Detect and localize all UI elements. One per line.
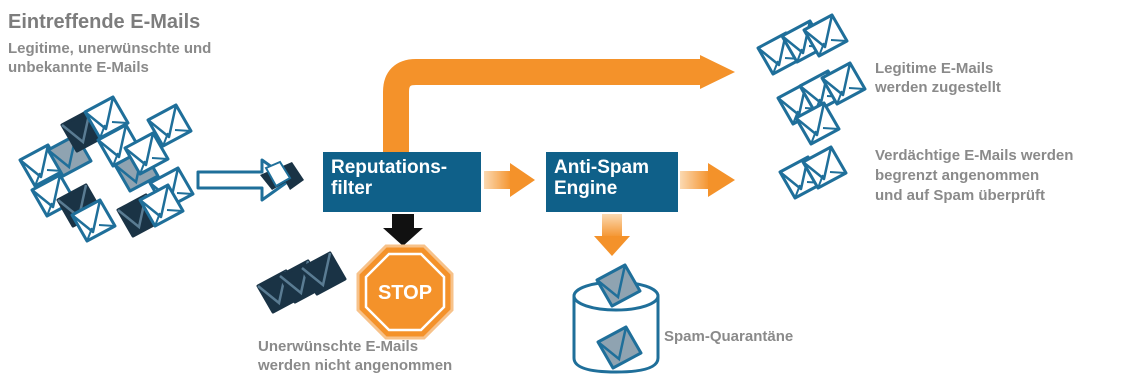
- delivery-arrow-icon: [383, 55, 735, 152]
- page-title: Eintreffende E-Mails: [8, 11, 201, 33]
- rejected-mail-icon: [256, 251, 347, 314]
- suspicious-label-line2: begrenzt angenommen: [875, 167, 1040, 184]
- incoming-mail-pile-icon: [18, 95, 195, 243]
- page-subtitle-line2: unbekannte E-Mails: [8, 59, 149, 76]
- quarantine-bin-icon: [572, 263, 660, 374]
- legitimate-mail-icon: [756, 13, 867, 146]
- rejected-label-line1: Unerwünschte E-Mails: [258, 338, 419, 355]
- reject-arrow-icon: [383, 214, 423, 246]
- incoming-arrow-icon: [196, 158, 304, 202]
- reputation-filter-box: Reputations- filter: [323, 152, 481, 212]
- quarantine-label: Spam-Quarantäne: [664, 328, 794, 345]
- rejected-label-line2: werden nicht angenommen: [258, 357, 453, 374]
- anti-spam-engine-line2: Engine: [554, 178, 618, 200]
- filter-to-engine-arrow-icon: [484, 163, 535, 197]
- stop-sign-label: STOP: [378, 282, 432, 304]
- stop-sign-icon: STOP: [356, 244, 454, 340]
- reputation-filter-line1: Reputations-: [331, 157, 448, 178]
- suspicious-label-line3: und auf Spam überprüft: [875, 187, 1045, 204]
- anti-spam-engine-box: Anti-Spam Engine: [546, 152, 678, 212]
- suspicious-mail-icon: [778, 145, 848, 200]
- page-subtitle-line1: Legitime, unerwünschte und: [8, 40, 212, 57]
- suspicious-label-line1: Verdächtige E-Mails werden: [875, 147, 1074, 164]
- engine-to-suspicious-arrow-icon: [680, 163, 735, 197]
- reputation-filter-line2: filter: [331, 178, 373, 200]
- legitimate-label-line1: Legitime E-Mails: [875, 60, 994, 77]
- anti-spam-engine-line1: Anti-Spam: [554, 157, 649, 178]
- legitimate-label-line2: werden zugestellt: [875, 79, 1001, 96]
- engine-to-quarantine-arrow-icon: [594, 214, 630, 256]
